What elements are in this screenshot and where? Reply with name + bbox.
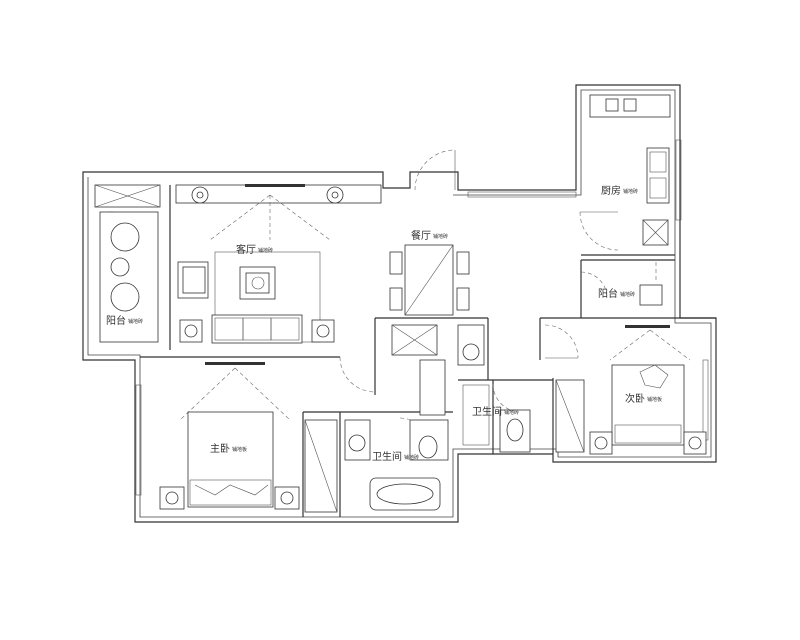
floor-material: 铺地砖	[128, 319, 144, 325]
interior-walls	[140, 185, 716, 517]
master-bedroom-furniture	[159, 362, 338, 513]
dining-furniture	[389, 244, 470, 316]
room-name: 客厅	[236, 245, 256, 256]
room-name: 阳台	[598, 289, 618, 300]
room-label-living: 客厅铺地砖	[236, 246, 273, 256]
living-room-furniture	[175, 184, 382, 344]
room-name: 卫生间	[472, 407, 502, 418]
room-name: 阳台	[106, 316, 126, 327]
room-name: 厨房	[601, 186, 621, 197]
room-label-kitchen: 厨房铺地砖	[601, 187, 638, 197]
room-name: 餐厅	[411, 231, 431, 242]
room-label-balcony-north: 阳台铺地砖	[598, 290, 635, 300]
bathroom-small-fixtures	[457, 324, 531, 453]
room-label-bathroom-small: 卫生间铺地砖	[472, 408, 519, 418]
room-label-master-bedroom: 主卧铺地板	[210, 445, 247, 455]
floor-material: 铺地板	[232, 447, 248, 453]
bathroom-main-fixtures	[344, 324, 449, 511]
floor-material: 铺地砖	[623, 189, 639, 195]
floor-material: 铺地板	[647, 397, 663, 403]
room-name: 次卧	[625, 394, 645, 405]
room-label-balcony-west: 阳台铺地砖	[106, 317, 143, 327]
room-name: 主卧	[210, 444, 230, 455]
floor-material: 铺地砖	[258, 248, 274, 254]
floor-material: 铺地砖	[433, 234, 449, 240]
second-bedroom-furniture	[555, 325, 707, 455]
balcony-north-furniture	[639, 262, 663, 306]
floor-material: 铺地砖	[620, 292, 636, 298]
room-name: 卫生间	[372, 452, 402, 463]
room-label-dining: 餐厅铺地砖	[411, 232, 448, 242]
room-label-bathroom-main: 卫生间铺地砖	[372, 453, 419, 463]
floor-material: 铺地砖	[504, 410, 520, 416]
kitchen-furniture	[589, 94, 671, 246]
balcony-west-furniture	[94, 184, 161, 343]
floor-material: 铺地砖	[404, 455, 420, 461]
room-label-second-bedroom: 次卧铺地板	[625, 395, 662, 405]
